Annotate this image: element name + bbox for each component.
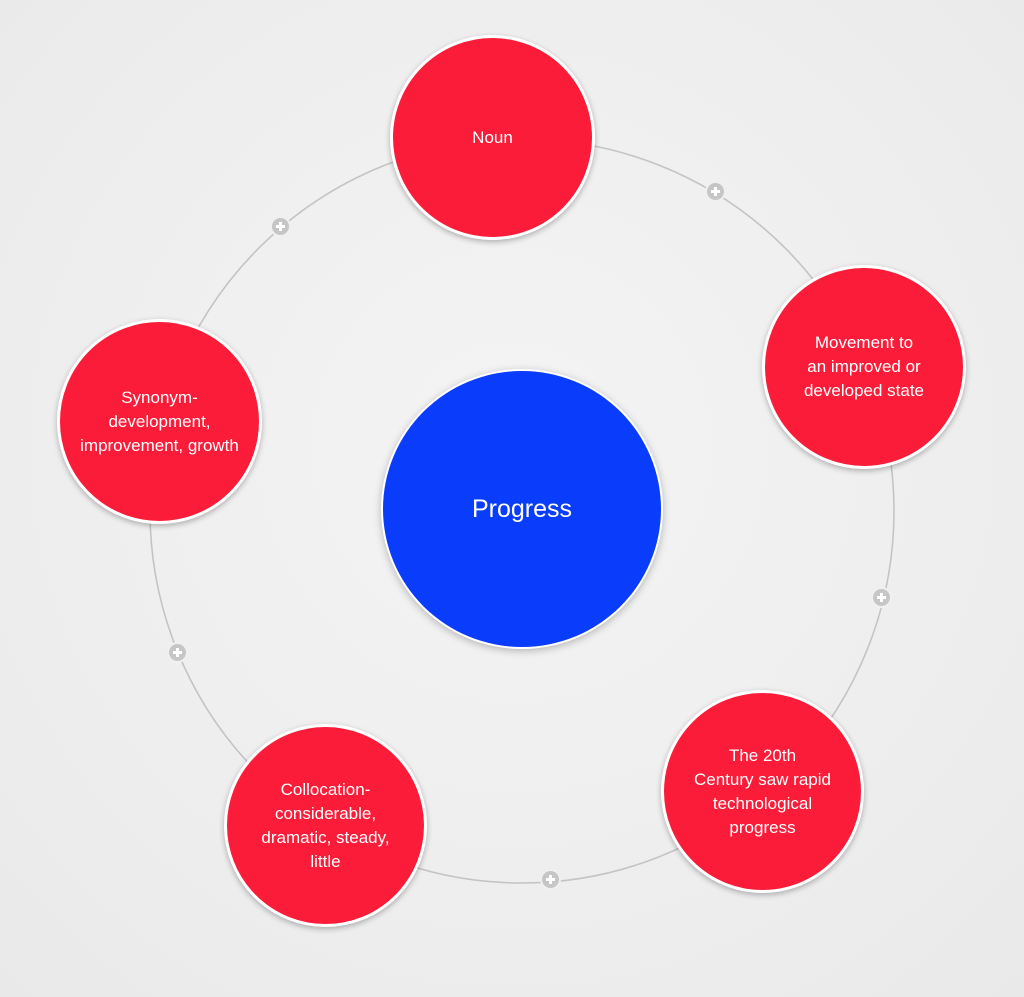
node-collocation[interactable]: Collocation- considerable, dramatic, ste…	[224, 724, 427, 927]
node-example[interactable]: The 20th Century saw rapid technological…	[661, 690, 864, 893]
center-node-progress[interactable]: Progress	[381, 369, 663, 649]
center-node-label: Progress	[471, 494, 573, 523]
node-label: Movement to an improved or developed sta…	[803, 333, 925, 400]
node-label: Collocation- considerable, dramatic, ste…	[261, 779, 390, 871]
node-label: Synonym- development, improvement, growt…	[80, 387, 239, 455]
add-node-plus-icon[interactable]	[706, 182, 724, 200]
add-node-plus-icon[interactable]	[872, 588, 890, 606]
node-label: The 20th Century saw rapid technological…	[693, 745, 831, 837]
add-node-plus-icon[interactable]	[271, 217, 289, 235]
add-node-plus-icon[interactable]	[168, 643, 186, 661]
add-node-plus-icon[interactable]	[541, 870, 559, 888]
node-meaning[interactable]: Movement to an improved or developed sta…	[762, 265, 966, 469]
node-noun[interactable]: Noun	[390, 35, 595, 240]
node-label: Noun	[472, 127, 513, 147]
node-synonym[interactable]: Synonym- development, improvement, growt…	[57, 319, 262, 524]
